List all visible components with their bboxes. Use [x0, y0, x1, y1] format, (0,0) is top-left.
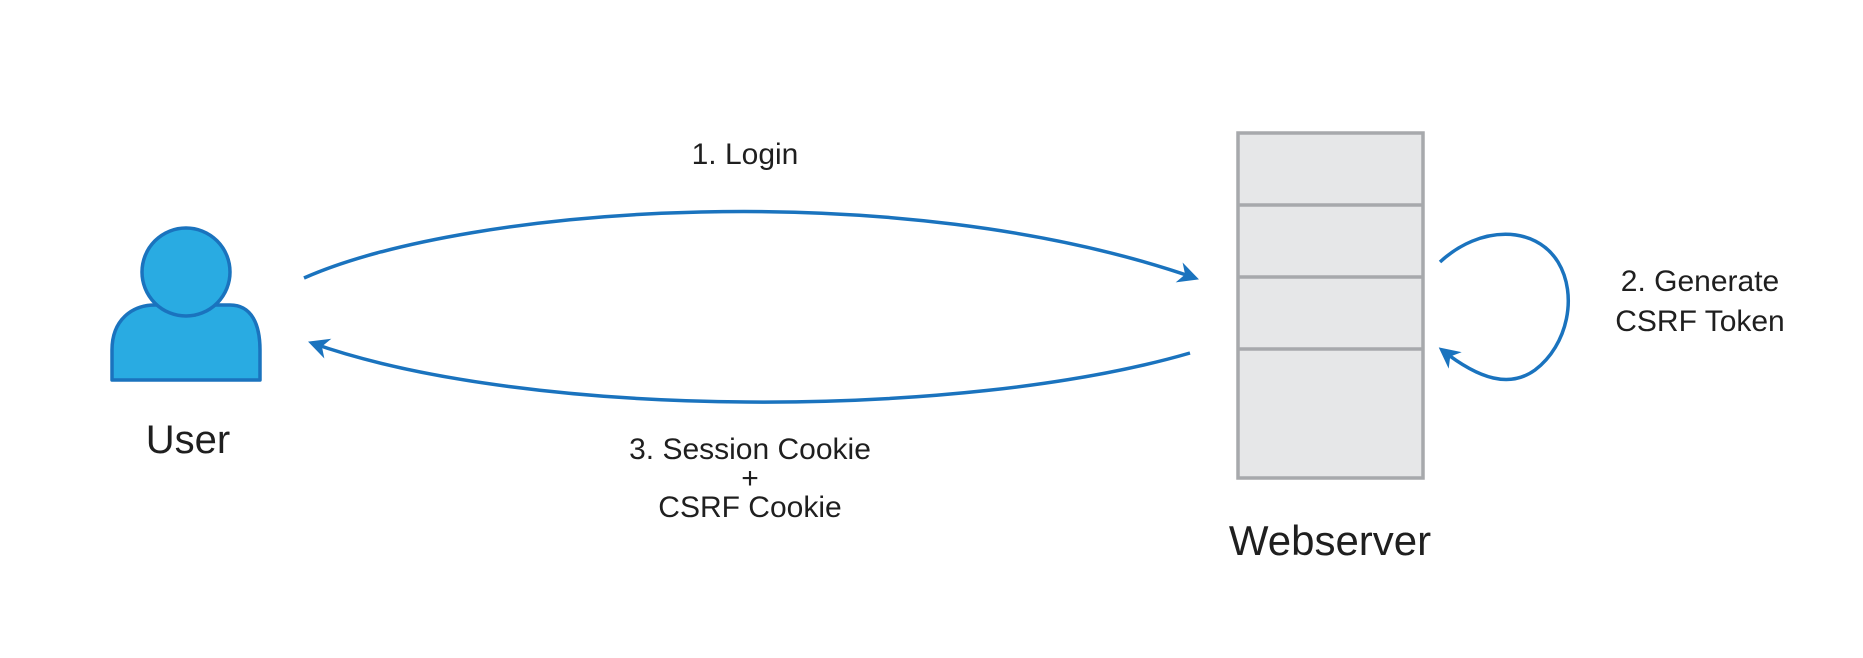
webserver-label: Webserver: [1228, 517, 1432, 564]
cookies-edge-label-line2: +: [741, 462, 759, 495]
server-icon: [1236, 131, 1425, 480]
cookies-edge-label: 3. Session Cookie + CSRF Cookie: [590, 433, 910, 524]
user-label: User: [145, 418, 231, 462]
generate-edge-label: 2. Generate CSRF Token: [1585, 262, 1815, 342]
generate-loop-arrow: [1438, 232, 1571, 382]
login-arrow: [303, 209, 1199, 283]
cookies-edge-label-line1: 3. Session Cookie: [629, 433, 871, 466]
login-edge-label: 1. Login: [691, 138, 799, 171]
cookies-arrow: [308, 338, 1191, 404]
generate-edge-label-line1: 2. Generate: [1620, 265, 1780, 298]
user-icon: [110, 226, 262, 382]
cookies-edge-label-line3: CSRF Cookie: [658, 491, 842, 524]
user-icon-head: [140, 226, 232, 318]
generate-edge-label-line2: CSRF Token: [1615, 305, 1785, 338]
server-rack: [1236, 131, 1425, 480]
